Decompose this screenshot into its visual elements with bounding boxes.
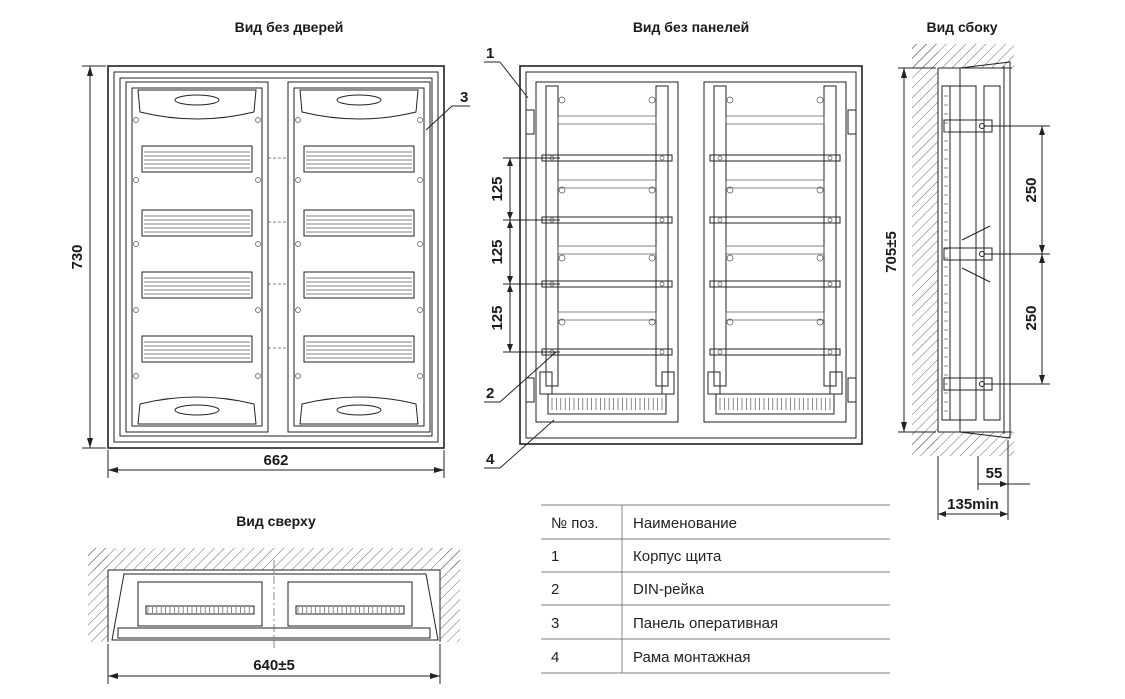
dimension-side-250: 250 250	[984, 125, 1050, 385]
front-view-no-doors	[107, 65, 445, 449]
dimension-width-front: 662	[107, 450, 445, 478]
callout-2: 2	[484, 351, 557, 403]
table-row-2-number: 2	[551, 581, 559, 598]
dim-125-a: 125	[489, 176, 506, 201]
table-header-name: Наименование	[633, 515, 737, 532]
callout-4-label: 4	[486, 451, 495, 468]
dim-662: 662	[263, 452, 288, 469]
callout-3: 3	[425, 89, 470, 131]
dim-250-lower: 250	[1023, 305, 1040, 330]
callout-2-label: 2	[486, 385, 494, 402]
table-row-2-name: DIN-рейка	[633, 581, 705, 598]
dim-135min: 135min	[947, 496, 999, 513]
dim-55: 55	[986, 465, 1003, 482]
dimension-depth: 55 135min	[937, 440, 1030, 520]
table-row-4-name: Рама монтажная	[633, 649, 750, 666]
callout-3-label: 3	[460, 89, 468, 106]
dimension-width-top: 640±5	[107, 644, 441, 684]
dim-125-b: 125	[489, 239, 506, 264]
dimension-height-side: 705±5	[883, 67, 936, 433]
dim-705: 705±5	[883, 231, 900, 273]
title-top: Вид сверху	[236, 513, 316, 529]
table-header-number: № поз.	[551, 515, 599, 532]
dimension-rail-pitch: 125 125 125	[489, 157, 560, 353]
callout-1: 1	[484, 45, 529, 99]
dim-730: 730	[69, 244, 86, 269]
table-row-1-number: 1	[551, 548, 559, 565]
table-row-3-name: Панель оперативная	[633, 615, 778, 632]
table-row-4-number: 4	[551, 649, 559, 666]
front-view-no-panels	[519, 65, 863, 445]
table-row-1-name: Корпус щита	[633, 548, 722, 565]
title-side: Вид сбоку	[926, 19, 997, 35]
parts-table: № поз. Наименование 1 Корпус щита 2 DIN-…	[541, 504, 890, 674]
title-front-no-panels: Вид без панелей	[633, 19, 749, 35]
dim-640: 640±5	[253, 657, 295, 674]
dimension-height-front: 730	[69, 65, 106, 449]
side-view	[912, 44, 1014, 456]
callout-1-label: 1	[486, 45, 494, 62]
title-front-no-doors: Вид без дверей	[235, 19, 344, 35]
callout-4: 4	[484, 419, 555, 469]
dim-125-c: 125	[489, 305, 506, 330]
table-row-3-number: 3	[551, 615, 559, 632]
top-view	[88, 548, 460, 648]
dim-250-upper: 250	[1023, 177, 1040, 202]
